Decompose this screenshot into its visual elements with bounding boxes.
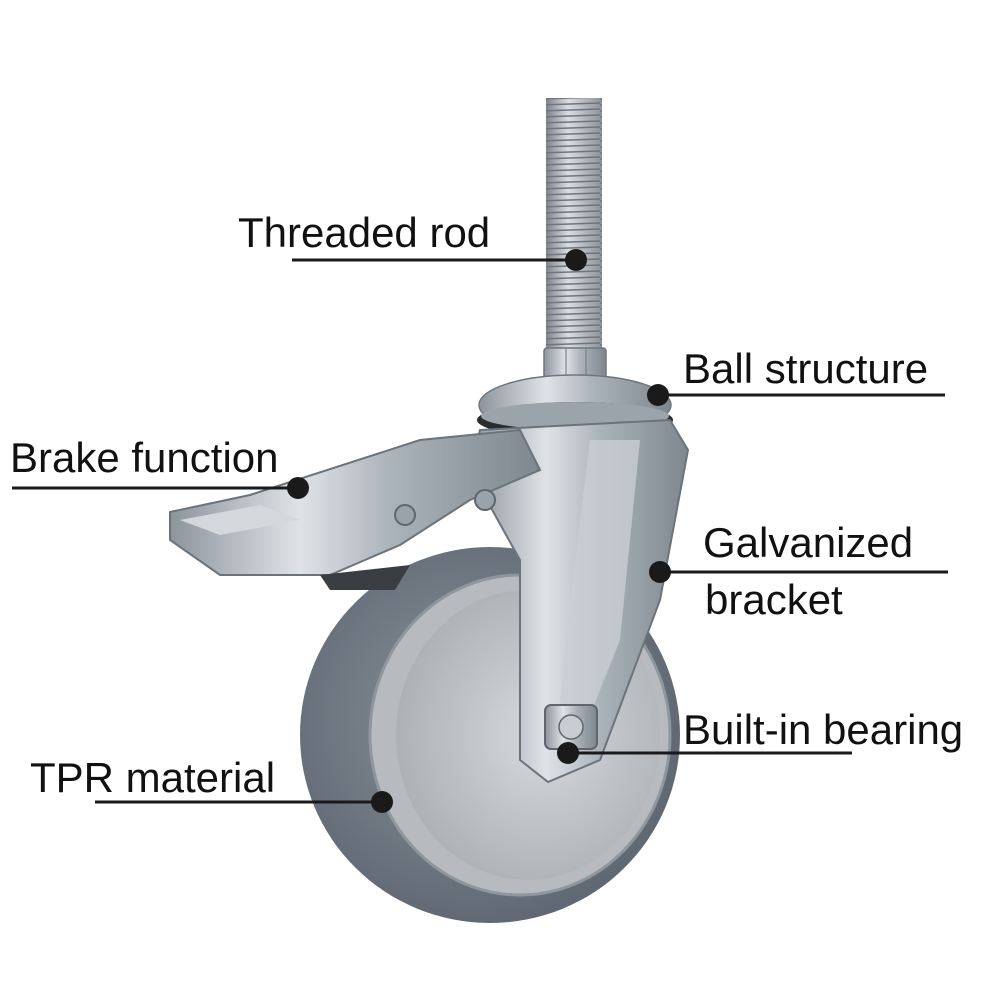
label-tpr-material: TPR material (30, 754, 276, 801)
callout-dot-ball-structure (647, 384, 669, 406)
callout-dot-brake-function (287, 477, 309, 499)
callout-dot-threaded-rod (565, 249, 587, 271)
label-galvanized-bracket-line1: Galvanized (703, 519, 914, 566)
brake-lever (169, 428, 542, 590)
label-galvanized-bracket-line2: bracket (705, 576, 843, 623)
label-built-in-bearing: Built-in bearing (683, 706, 964, 753)
threaded-rod (546, 98, 602, 356)
label-threaded-rod: Threaded rod (238, 209, 491, 256)
galvanized-bracket (468, 418, 690, 784)
callout-dot-galvanized-bracket (649, 561, 671, 583)
label-brake-function: Brake function (10, 434, 279, 481)
callouts (12, 249, 948, 813)
axle-bolt (544, 704, 598, 750)
callout-dot-tpr-material (371, 791, 393, 813)
callout-dot-built-in-bearing (557, 742, 579, 764)
label-ball-structure: Ball structure (683, 345, 929, 392)
